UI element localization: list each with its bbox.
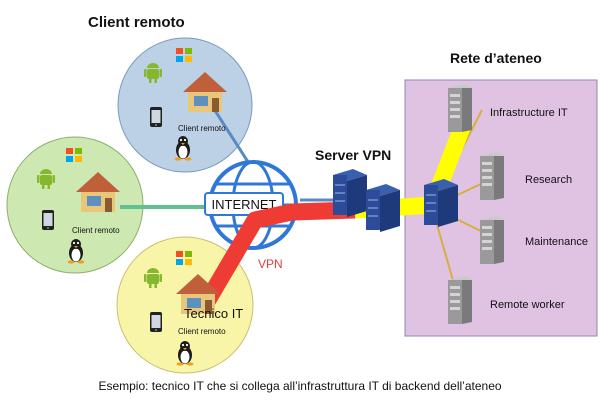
- client-label-left: Client remoto: [72, 226, 120, 235]
- network-label: Rete d’ateneo: [450, 50, 542, 66]
- server-label-maintenance: Maintenance: [525, 236, 588, 248]
- server-icon: [480, 216, 504, 264]
- phone-icon: [42, 210, 54, 230]
- server-icon: [448, 84, 472, 132]
- vpn-server-icon: [332, 168, 368, 218]
- diagram-title: Client remoto: [88, 14, 185, 31]
- server-label-research: Research: [525, 174, 572, 186]
- vpn-label: VPN: [258, 257, 283, 271]
- router-icon: [423, 178, 459, 228]
- tecnico-label: Tecnico IT: [184, 306, 243, 321]
- vpn-tunnel-red: [197, 201, 356, 310]
- caption: Esempio: tecnico IT che si collega all’i…: [98, 379, 501, 393]
- phone-icon: [150, 312, 162, 332]
- server-icon: [480, 152, 504, 200]
- server-label-infra: Infrastructure IT: [490, 107, 568, 119]
- server-vpn-label: Server VPN: [315, 147, 391, 163]
- server-label-remote: Remote worker: [490, 299, 565, 311]
- phone-icon: [150, 107, 162, 127]
- server-icon: [448, 276, 472, 324]
- client-label-top: Client remoto: [178, 124, 226, 133]
- internet-label: INTERNET: [212, 197, 277, 212]
- vpn-server-icon: [365, 183, 401, 233]
- client-label-bottom: Client remoto: [178, 327, 226, 336]
